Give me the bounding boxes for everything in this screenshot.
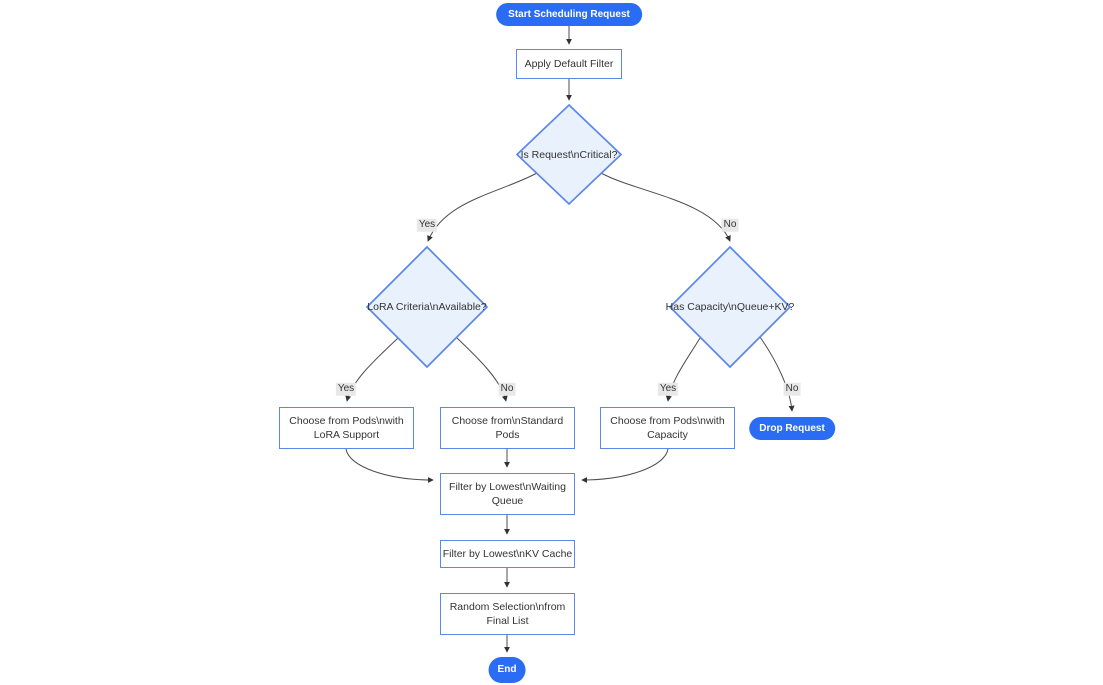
node-filter-lowest-waiting-queue: Filter by Lowest\nWaiting Queue [440, 473, 575, 515]
decision-lora-criteria-shape [365, 245, 489, 369]
node-filter-lowest-kv-cache: Filter by Lowest\nKV Cache [440, 540, 575, 568]
edge-label-capacity-yes: Yes [657, 382, 679, 396]
node-random-selection-final-list: Random Selection\nfrom Final List [440, 593, 575, 635]
edge-critical-yes-to-lora [427, 172, 538, 242]
edge-capacity-pods-to-filter-queue [581, 448, 669, 483]
edge-label-critical-yes: Yes [416, 218, 438, 232]
edge-critical-no-to-capacity [600, 172, 731, 242]
node-end: End [488, 657, 526, 683]
node-choose-pods-capacity: Choose from Pods\nwith Capacity [600, 407, 735, 449]
node-choose-pods-lora: Choose from Pods\nwith LoRA Support [279, 407, 414, 449]
decision-is-request-critical-shape [515, 103, 623, 206]
decision-has-capacity-shape [668, 245, 792, 369]
edge-label-lora-yes: Yes [335, 382, 357, 396]
edge-label-critical-no: No [721, 218, 739, 232]
node-start: Start Scheduling Request [496, 3, 642, 26]
node-is-request-critical-label: Is Request\nCritical? [520, 149, 618, 161]
edge-lora-pods-to-filter-queue [345, 448, 434, 483]
edge-label-lora-no: No [498, 382, 516, 396]
node-drop-request: Drop Request [749, 417, 835, 440]
node-has-capacity-queue-kv-label: Has Capacity\nQueue+KV? [665, 301, 795, 313]
node-lora-criteria-available-label: LoRA Criteria\nAvailable? [367, 301, 487, 313]
edge-label-capacity-no: No [783, 382, 801, 396]
node-choose-standard-pods: Choose from\nStandard Pods [440, 407, 575, 449]
edge-capacity-no-to-drop [759, 336, 795, 412]
node-apply-default-filter: Apply Default Filter [516, 49, 622, 79]
